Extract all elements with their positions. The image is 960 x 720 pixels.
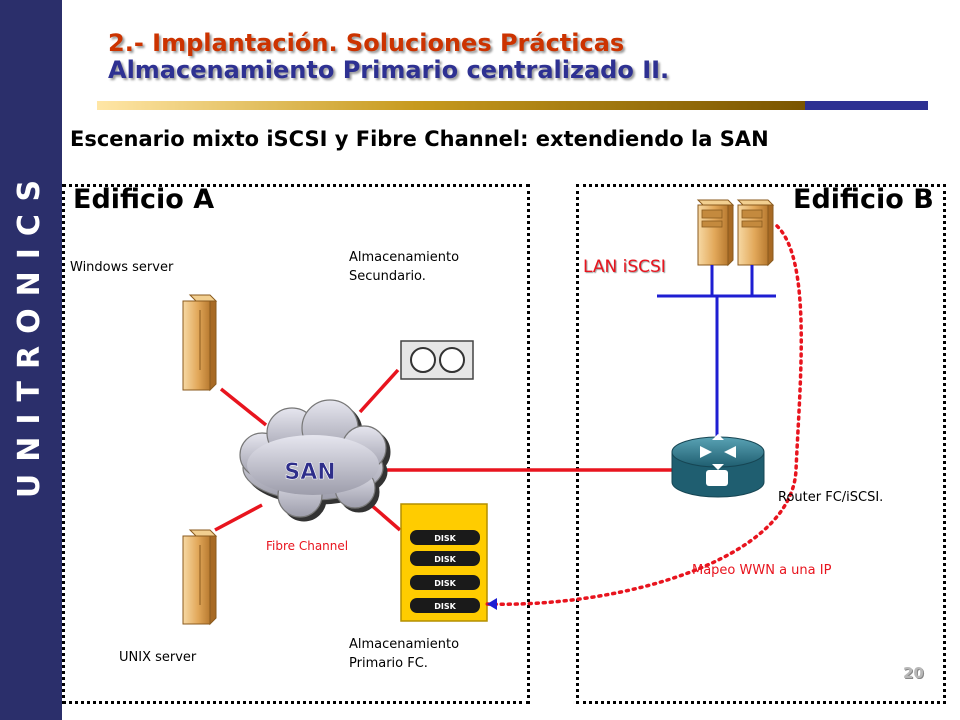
disk-label: DISK <box>434 602 456 611</box>
building-b-panel <box>576 184 946 704</box>
san-cloud-icon <box>239 399 391 522</box>
fc-links <box>214 368 672 532</box>
san-label: SAN <box>284 460 335 485</box>
building-a-panel <box>62 184 530 704</box>
title-underline <box>97 101 928 110</box>
disk-label: DISK <box>434 579 456 588</box>
underline-dark-segment <box>805 101 928 110</box>
windows-server-icon <box>182 294 218 392</box>
tape-library-icon <box>400 340 474 380</box>
title-line-1: 2.- Implantación. Soluciones Prácticas <box>108 29 625 57</box>
disk-4: DISK <box>410 598 480 613</box>
iscsi-server-2-icon <box>736 199 775 267</box>
unix-server-label: UNIX server <box>119 650 197 665</box>
disk-2: DISK <box>410 551 480 566</box>
mapping-label: Mapeo WWN a una IP <box>692 563 832 578</box>
title-line-2: Almacenamiento Primario centralizado II. <box>108 56 670 84</box>
primary-storage-line-2: Primario FC. <box>349 656 428 671</box>
page-number: 20 <box>903 664 924 682</box>
fibre-channel-label: Fibre Channel <box>266 539 349 553</box>
router-icon <box>671 434 765 498</box>
secondary-storage-line-2: Secundario. <box>349 269 426 284</box>
primary-storage-label: Almacenamiento Primario FC. <box>349 635 459 673</box>
link-san-secondary <box>358 368 400 414</box>
unix-server-icon <box>182 529 218 626</box>
disk-3: DISK <box>410 575 480 590</box>
link-windows-san <box>219 387 268 427</box>
slide-title: 2.- Implantación. Soluciones Prácticas A… <box>108 30 808 84</box>
disk-label: DISK <box>434 555 456 564</box>
wwn-mapping-arrowhead <box>487 598 497 610</box>
secondary-storage-label: Almacenamiento Secundario. <box>349 248 459 286</box>
building-a-label: Edificio A <box>73 184 215 215</box>
disk-label: DISK <box>434 534 456 543</box>
sidebar: UNITRONICS <box>0 0 62 720</box>
lan-iscsi-label: LAN iSCSI <box>583 257 666 277</box>
windows-server-label: Windows server <box>70 260 174 275</box>
secondary-storage-line-1: Almacenamiento <box>349 250 460 265</box>
primary-storage-line-1: Almacenamiento <box>349 637 460 652</box>
underline-gradient <box>97 101 805 110</box>
disk-1: DISK <box>410 530 480 545</box>
lan-iscsi-bus <box>657 265 776 440</box>
disk-array-icon: DISK DISK DISK DISK <box>400 503 488 622</box>
slide-subtitle: Escenario mixto iSCSI y Fibre Channel: e… <box>70 127 769 151</box>
iscsi-server-1-icon <box>696 199 735 267</box>
wwn-mapping-path <box>485 224 803 606</box>
router-label: Router FC/iSCSI. <box>778 490 884 505</box>
link-unix-san <box>214 503 263 532</box>
building-b-label: Edificio B <box>793 184 934 215</box>
